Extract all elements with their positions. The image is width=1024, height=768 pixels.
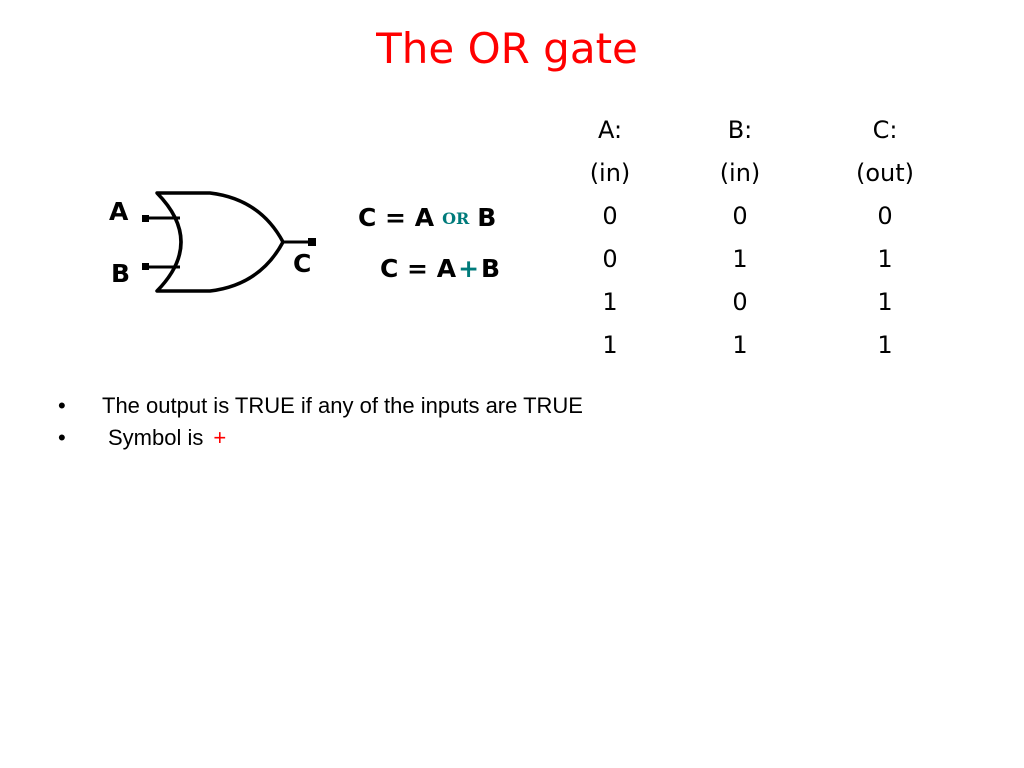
or-gate-diagram: A B C: [100, 185, 330, 310]
table-row: 1 1 1: [560, 323, 950, 366]
table-cell: 0: [877, 201, 893, 230]
equation-or-word: C = A OR B: [358, 203, 496, 232]
table-cell: 0: [602, 201, 618, 230]
table-cell: 0: [732, 287, 748, 316]
subheader-a: (in): [589, 158, 631, 187]
plus-operator: +: [458, 254, 480, 283]
or-gate-symbol: [142, 191, 316, 293]
subheader-b: (in): [719, 158, 761, 187]
table-row: 0 0 0: [560, 194, 950, 237]
list-item: • The output is TRUE if any of the inputs…: [58, 390, 583, 422]
table-cell: 1: [732, 330, 748, 359]
table-cell: 1: [877, 330, 893, 359]
table-cell: 1: [602, 330, 618, 359]
table-row: 0 1 1: [560, 237, 950, 280]
bullet-text: Symbol is: [108, 425, 204, 450]
table-row: 1 0 1: [560, 280, 950, 323]
equation-rhs: B: [477, 203, 497, 232]
truth-table-header-row: A: B: C:: [560, 108, 950, 151]
or-gate-body: [155, 191, 285, 293]
table-cell: 1: [877, 287, 893, 316]
input-a-terminal: [142, 215, 149, 222]
or-symbol: +: [213, 425, 227, 450]
table-cell: 0: [602, 244, 618, 273]
subheader-c: (out): [855, 158, 915, 187]
table-cell: 1: [877, 244, 893, 273]
header-c: C:: [872, 115, 898, 144]
header-a: A:: [597, 115, 623, 144]
equation-rhs: B: [481, 254, 501, 283]
truth-table: A: B: C: (in) (in) (out) 0 0 0 0 1 1 1 0…: [560, 108, 950, 366]
slide-title: The OR gate: [376, 24, 638, 73]
equation-plus: C = A+B: [380, 254, 500, 283]
bullet-marker: •: [58, 393, 66, 418]
equation-lhs: C = A: [380, 254, 457, 283]
table-cell: 0: [732, 201, 748, 230]
output-c-label: C: [293, 249, 312, 278]
input-b-label: B: [111, 259, 131, 288]
truth-table-subheader-row: (in) (in) (out): [560, 151, 950, 194]
bullet-marker: •: [58, 425, 66, 450]
table-cell: 1: [602, 287, 618, 316]
input-a-label: A: [109, 197, 129, 226]
or-operator-text: OR: [442, 209, 470, 228]
header-b: B:: [727, 115, 753, 144]
equation-lhs: C = A: [358, 203, 435, 232]
table-cell: 1: [732, 244, 748, 273]
output-terminal: [308, 238, 316, 246]
bullet-text: The output is TRUE if any of the inputs …: [102, 393, 583, 418]
bullet-list: • The output is TRUE if any of the inputs…: [58, 390, 583, 454]
input-b-terminal: [142, 263, 149, 270]
list-item: • Symbol is +: [58, 422, 583, 454]
